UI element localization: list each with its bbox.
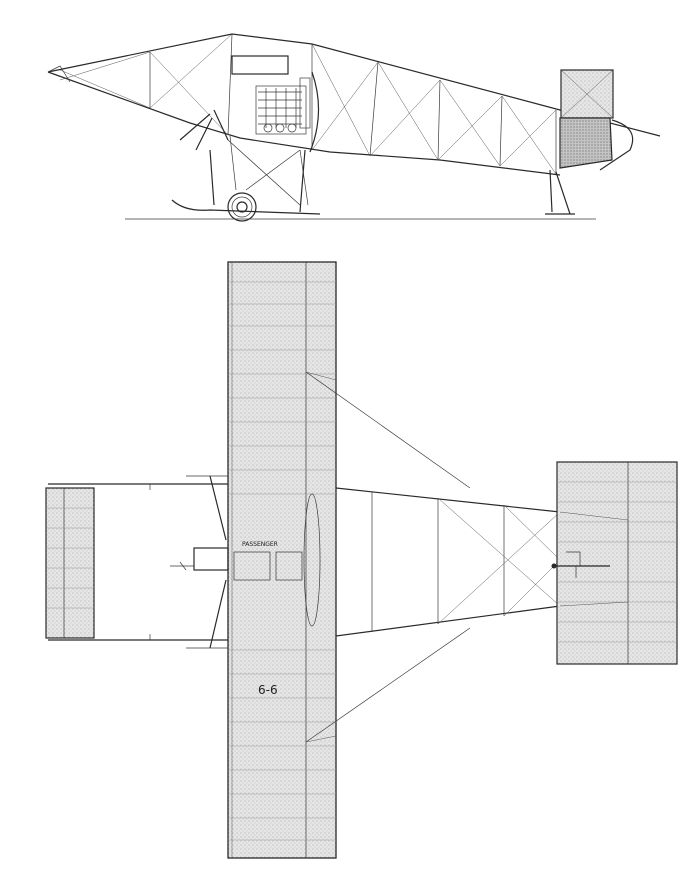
side-landing-gear [171,149,575,222]
plan-fuselage [335,487,561,637]
wing-bracing-wires [305,371,471,743]
wing-label: 6-6 [258,683,278,697]
side-elevator [559,117,613,169]
side-elevation-view [47,33,661,222]
side-engine [231,55,320,153]
plan-view: 6-6 [45,261,678,859]
side-tail [559,69,634,171]
cockpit-label: PASSENGER [242,541,278,548]
side-wheel [227,192,257,222]
plan-cockpit: PASSENGER [170,493,321,627]
wing-ribs [228,281,336,841]
plan-tail [551,461,678,665]
plan-front-elevator [45,487,95,639]
side-fuselage [47,33,661,176]
side-front-struts [179,109,309,206]
plan-front-booms [48,475,228,649]
plan-main-wing: 6-6 [227,261,337,859]
